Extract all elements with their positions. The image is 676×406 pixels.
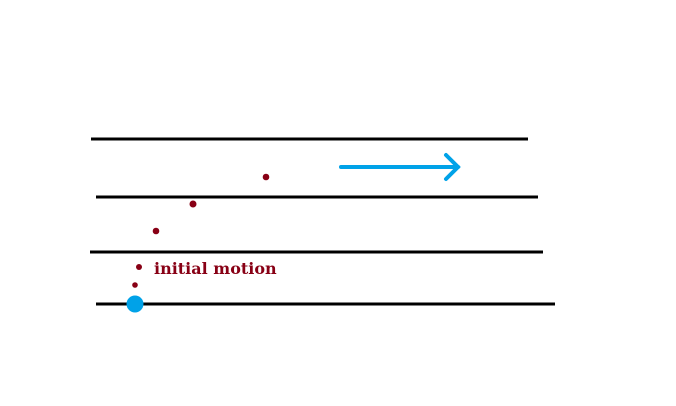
trajectory-dot [262,173,270,181]
direction-arrow [339,153,461,181]
trajectory-dot [136,264,142,270]
trajectory-dots [132,173,270,288]
trajectory-dot [132,282,138,288]
initial-motion-label: initial motion [154,259,277,278]
trajectory-dot [189,200,197,208]
particle [126,295,144,313]
trajectory-dot [152,227,160,235]
